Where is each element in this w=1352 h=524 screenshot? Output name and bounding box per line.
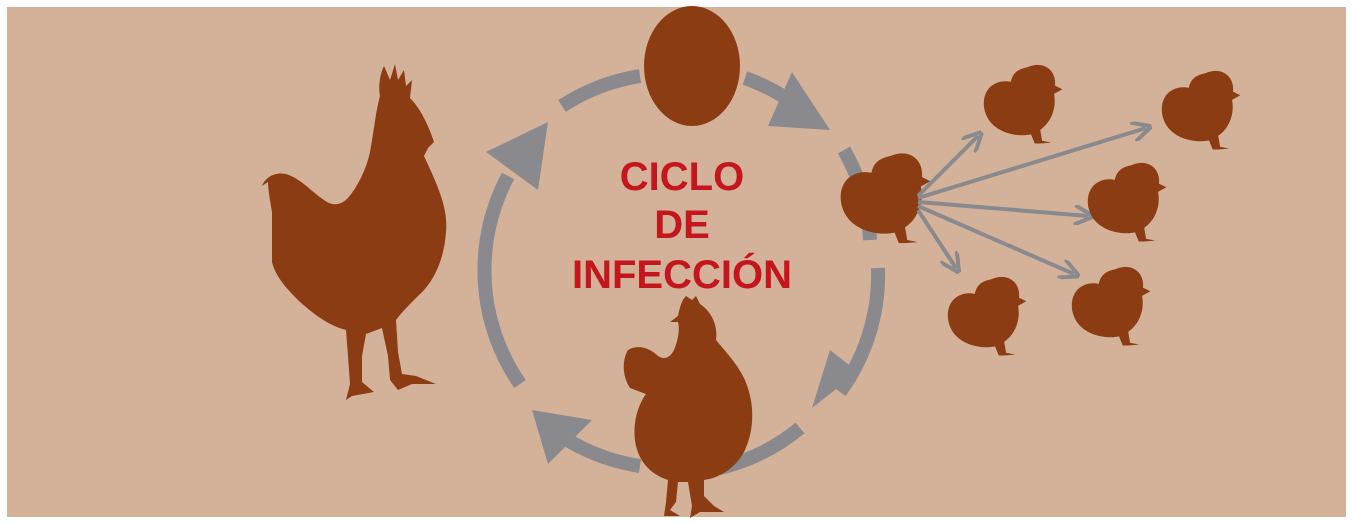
cycle-arrow-right-bottom <box>834 267 886 397</box>
cycle-arrowhead-bottom-left <box>532 410 592 464</box>
cycle-title: CICLO DE INFECCIÓN <box>572 155 792 297</box>
cycle-arc-left <box>477 172 526 388</box>
title-line-1: CICLO <box>620 155 744 199</box>
spread-arrows <box>916 128 1146 274</box>
rooster-icon <box>262 64 447 400</box>
egg-icon <box>644 6 740 126</box>
hen-icon <box>623 296 753 518</box>
spread-arrow-2 <box>917 128 1146 200</box>
cycle-arc-top-left <box>558 69 642 112</box>
title-line-2: DE <box>654 203 710 247</box>
spread-arrow-1 <box>916 136 978 198</box>
spread-arrow-4 <box>917 204 1074 274</box>
spread-arrow-5 <box>916 208 956 268</box>
title-line-3: INFECCIÓN <box>572 251 792 297</box>
cycle-arrowhead-right-bottom <box>812 350 858 408</box>
spread-arrow-3 <box>917 200 1088 216</box>
cycle-arrowhead-left <box>486 122 548 190</box>
cycle-arrowhead-top-right <box>768 72 830 130</box>
